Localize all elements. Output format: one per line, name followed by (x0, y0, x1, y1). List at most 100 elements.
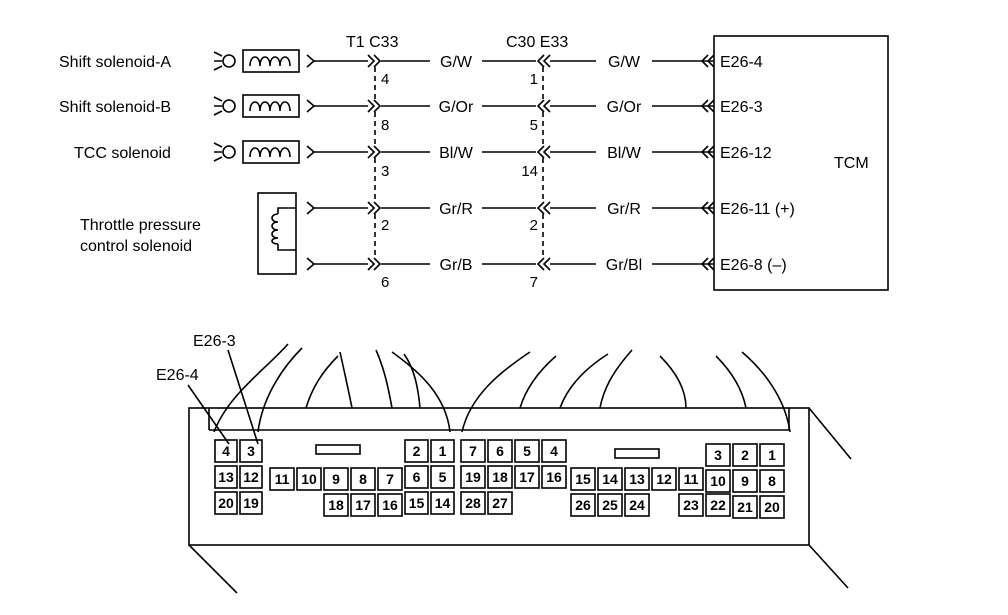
wire-color-right-5: Gr/Bl (606, 257, 642, 274)
pin-cell (430, 491, 455, 515)
pin-cell (678, 467, 704, 491)
pin-number: 4 (550, 443, 558, 459)
pin-cell (541, 439, 567, 463)
callout-e26-4: E26-4 (156, 367, 199, 384)
wire-color-left-2: G/Or (439, 99, 474, 116)
pin-number: 19 (465, 469, 481, 485)
pin-cell (460, 465, 486, 489)
throttle-solenoid-label-2: control solenoid (80, 238, 192, 255)
tcm-terminal-3: E26-12 (720, 145, 772, 162)
wire-color-left-3: Bl/W (439, 145, 474, 162)
pin-number: 23 (683, 497, 699, 513)
pin-number: 6 (496, 443, 504, 459)
pin-cell (705, 443, 731, 467)
connector-right-label: C30 E33 (506, 34, 568, 51)
wire-color-right-3: Bl/W (607, 145, 642, 162)
pin-number: 14 (602, 471, 618, 487)
tcm-terminal-4: E26-11 (+) (720, 201, 795, 218)
pin-cell (239, 491, 263, 515)
pin-cell (377, 467, 403, 491)
pin-cell (214, 439, 238, 463)
pin-cell (430, 439, 455, 463)
tcm-terminal-5: E26-8 (–) (720, 257, 787, 274)
pin-cell (514, 465, 540, 489)
pin-left-4: 2 (381, 217, 389, 234)
pin-number: 14 (435, 495, 451, 511)
pin-cell (350, 493, 376, 517)
pin-number: 10 (710, 473, 726, 489)
pin-number: 22 (710, 497, 726, 513)
pin-cell (597, 493, 623, 517)
pin-cell (404, 465, 429, 489)
callout-e26-3: E26-3 (193, 333, 236, 350)
pin-cell (323, 467, 349, 491)
pin-cell (460, 491, 486, 515)
pin-cell (759, 443, 785, 467)
connector-left-chevrons (367, 54, 382, 271)
pin-number: 9 (332, 471, 340, 487)
pin-number: 15 (409, 495, 425, 511)
pin-number: 20 (218, 495, 234, 511)
pin-number: 26 (575, 497, 591, 513)
pin-number: 13 (218, 469, 234, 485)
pin-cell (487, 465, 513, 489)
tcm-label: TCM (834, 155, 869, 172)
pin-cell (624, 467, 650, 491)
pin-cell (651, 467, 677, 491)
pin-cell (541, 465, 567, 489)
pin-cell (239, 439, 263, 463)
pin-number: 19 (243, 495, 259, 511)
pin-left-5: 6 (381, 274, 389, 291)
connector-right-chevrons (536, 54, 551, 271)
pin-number: 7 (386, 471, 394, 487)
pin-cell (214, 491, 238, 515)
pin-number: 2 (741, 447, 749, 463)
wire-color-left-1: G/W (440, 54, 473, 71)
wire-lines (314, 60, 714, 265)
throttle-solenoid-label-1: Throttle pressure (80, 217, 201, 234)
pin-number: 24 (629, 497, 645, 513)
pin-number: 13 (629, 471, 645, 487)
tcc-solenoid-label: TCC solenoid (74, 145, 171, 162)
shift-solenoid-a-symbol (213, 49, 316, 73)
pin-number: 10 (301, 471, 317, 487)
tcm-terminal-1: E26-4 (720, 54, 763, 71)
shift-solenoid-b-label: Shift solenoid-B (59, 99, 171, 116)
pin-number: 16 (382, 497, 398, 513)
pin-number: 12 (656, 471, 672, 487)
pin-number: 5 (523, 443, 531, 459)
pin-number: 1 (439, 443, 447, 459)
pin-number: 3 (247, 443, 255, 459)
pin-number: 7 (469, 443, 477, 459)
pin-cell (732, 495, 758, 519)
pin-left-3: 3 (381, 163, 389, 180)
wire-color-right-2: G/Or (607, 99, 642, 116)
pin-number: 25 (602, 497, 618, 513)
pin-number: 21 (737, 499, 753, 515)
harness-wires (213, 343, 791, 433)
throttle-solenoid-symbol (257, 192, 316, 275)
pin-number: 15 (575, 471, 591, 487)
pin-number: 8 (768, 473, 776, 489)
pin-cell (404, 439, 429, 463)
pin-cell (759, 495, 785, 519)
pin-cell (487, 491, 513, 515)
pin-cell (460, 439, 486, 463)
pin-cell (597, 467, 623, 491)
pin-number: 27 (492, 495, 508, 511)
pin-cell (759, 469, 785, 493)
wire-color-left-5: Gr/B (440, 257, 473, 274)
pin-cell (269, 467, 295, 491)
pin-number: 17 (355, 497, 371, 513)
tcm-terminal-chevrons (700, 54, 715, 271)
pin-number: 17 (519, 469, 535, 485)
wire-color-left-4: Gr/R (439, 201, 473, 218)
callout-lines (187, 349, 259, 445)
connector-housing-dashes (374, 67, 544, 258)
pin-right-5: 7 (530, 274, 538, 291)
pin-cell (678, 493, 704, 517)
labels-layer: Shift solenoid-A Shift solenoid-B TCC so… (59, 34, 869, 384)
pin-right-3: 14 (521, 163, 538, 180)
